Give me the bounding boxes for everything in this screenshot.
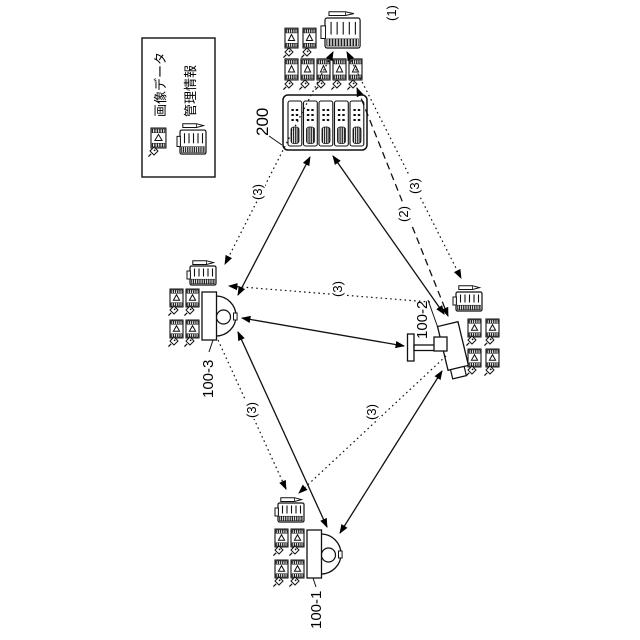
- legend-label-image-data: 画像データ: [153, 52, 168, 117]
- arrow-server-camera3: [237, 156, 311, 296]
- image-data-icon: [150, 127, 167, 149]
- step-2-label: (2): [396, 204, 411, 223]
- tag-icon: [314, 79, 326, 91]
- dome-camera-icon: [306, 529, 343, 579]
- image-data-icon: [284, 58, 299, 81]
- image-data-icon: [467, 318, 482, 338]
- step-3-label: (3): [244, 400, 259, 419]
- tag-icon: [300, 47, 312, 59]
- svg-text:(3): (3): [250, 184, 265, 200]
- step-labels: (2) (3) (3) (3) (3) (3): [244, 176, 422, 421]
- arrow-dotted-camera2-camera3: [227, 283, 431, 303]
- arrow-server-camera2: [332, 155, 445, 315]
- server-200: 200: [253, 94, 368, 151]
- step-3-label: (3): [407, 176, 422, 195]
- arrow-dotted-camera2-camera1: [298, 355, 447, 494]
- management-info-icon: [320, 17, 362, 49]
- pencil-icon: [458, 285, 480, 290]
- server-image-data-extra: [282, 27, 317, 59]
- svg-text:(3): (3): [364, 404, 379, 420]
- image-data-icon: [169, 319, 184, 339]
- image-data-icon: [300, 58, 315, 81]
- camera-100-3-label: 100-3: [200, 360, 217, 398]
- svg-text:(2): (2): [396, 206, 411, 222]
- step-1-label: (1): [384, 5, 399, 21]
- image-data-icon: [185, 288, 200, 308]
- server-leader-line: [268, 135, 283, 146]
- image-data-icon: [290, 559, 305, 579]
- leader-line: [208, 339, 214, 353]
- server-slot: [349, 100, 365, 147]
- arrow-camera3-camera1: [237, 331, 328, 528]
- camera-100-2-group: 100-2: [406, 285, 500, 380]
- step-3-label: (3): [250, 182, 265, 201]
- arrow-dotted-mgmt-camera2: [346, 51, 462, 279]
- tag-icon: [282, 79, 294, 91]
- leader-line: [312, 577, 317, 588]
- tag-icon: [346, 79, 358, 91]
- pencil-icon: [280, 497, 302, 502]
- server-slot: [302, 100, 318, 147]
- dome-camera-icon: [201, 291, 238, 341]
- image-data-icon: [169, 288, 184, 308]
- tag-icon: [298, 79, 310, 91]
- management-info-icon: [274, 502, 305, 523]
- image-data-icon: [302, 27, 317, 49]
- camera-bracket: [433, 336, 448, 352]
- camera-100-1-group: 100-1: [272, 497, 343, 629]
- step-3-label: (3): [364, 402, 379, 421]
- management-info-icon: [176, 129, 207, 155]
- image-data-icon: [467, 348, 482, 368]
- camera-lens: [449, 365, 468, 380]
- svg-text:(3): (3): [330, 281, 345, 297]
- image-data-icon: [485, 318, 500, 338]
- svg-text:(3): (3): [407, 178, 422, 194]
- camera-100-2-label: 100-2: [414, 301, 431, 339]
- tag-icon: [282, 47, 294, 59]
- svg-text:(3): (3): [244, 402, 259, 418]
- arrow-camera1-camera2: [339, 370, 443, 534]
- arrow-dashed-camera2-server: [356, 87, 449, 317]
- image-data-icon: [485, 348, 500, 368]
- image-data-icon: [274, 559, 289, 579]
- server-image-data-stack: [282, 58, 363, 91]
- management-info-1: (1): [320, 5, 399, 49]
- pencil-icon: [192, 260, 214, 265]
- server-slot: [318, 100, 334, 147]
- server-label: 200: [253, 108, 272, 136]
- image-data-icon: [284, 27, 299, 49]
- image-data-icon: [185, 319, 200, 339]
- step-3-label: (3): [330, 279, 345, 298]
- legend: 画像データ 管理情報: [141, 37, 216, 178]
- arrow-dotted-mgmt-camera3: [224, 51, 334, 265]
- arrow-camera3-camera2: [240, 315, 406, 349]
- management-info-icon: [452, 291, 483, 312]
- server-slot: [333, 100, 349, 147]
- pencil-icon: [182, 123, 204, 128]
- pencil-icon: [328, 11, 355, 17]
- image-data-icon: [290, 528, 305, 548]
- image-data-icon: [332, 58, 347, 81]
- legend-label-management-info: 管理情報: [183, 65, 198, 117]
- camera-100-3-group: 100-3: [167, 260, 238, 398]
- server-slot: [287, 100, 303, 147]
- camera-100-1-label: 100-1: [308, 591, 325, 629]
- image-data-icon: [274, 528, 289, 548]
- tag-icon: [330, 79, 342, 91]
- management-info-icon: [186, 265, 217, 286]
